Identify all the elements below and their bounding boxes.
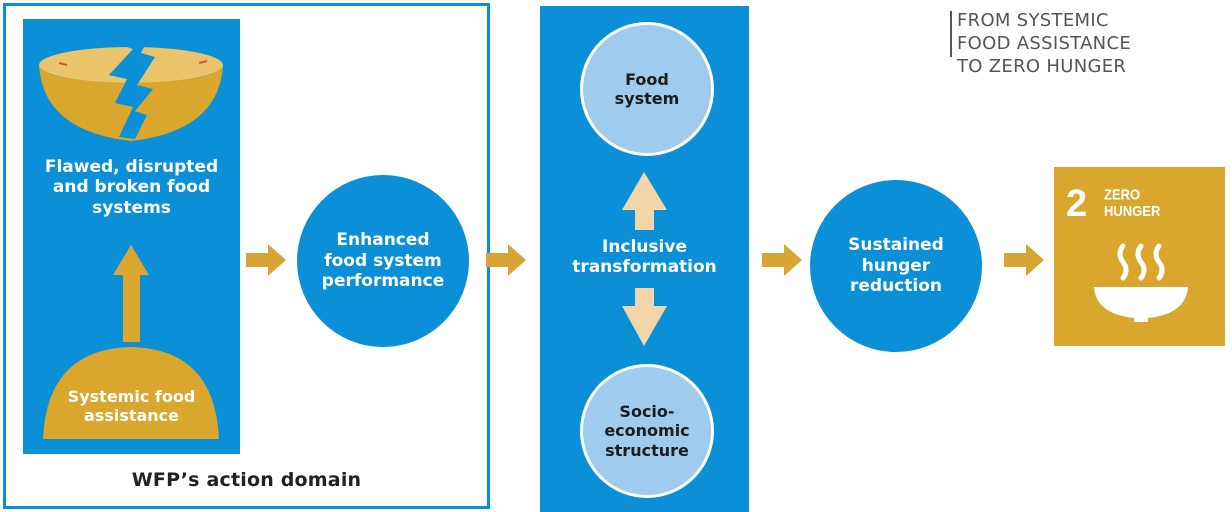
inclusive-line-2: transformation [572,257,717,278]
sdg-goal-name: ZERO HUNGER [1104,187,1160,218]
flow-arrow-3-icon [762,244,802,276]
flawed-line-3: systems [92,197,171,218]
socio-line-3: structure [605,440,689,460]
socio-economic-circle: Socio- economic structure [580,364,714,498]
steaming-bowl-icon [1094,243,1188,322]
enhanced-performance-circle: Enhanced food system performance [297,175,469,347]
flow-arrow-2-icon [486,244,526,276]
sustained-reduction-circle: Sustained hunger reduction [810,180,982,352]
action-domain-label: WFP’s action domain [131,469,362,491]
enhanced-line-3: performance [321,271,445,292]
systemic-line-1: Systemic food [67,387,196,406]
flawed-line-1: Flawed, disrupted [44,157,219,177]
sustained-line-3: reduction [849,276,942,297]
food-system-line-1: Food [625,69,669,89]
inclusive-line-1: Inclusive [602,237,687,257]
socio-line-1: Socio- [619,402,675,422]
systemic-line-2: assistance [83,406,180,426]
enhanced-line-1: Enhanced [336,230,430,251]
flow-arrow-1-icon [246,244,286,276]
socio-line-2: economic [604,421,690,441]
enhanced-line-2: food system [324,250,442,271]
sustained-line-2: hunger [861,255,931,276]
inclusive-transformation-label: Inclusive transformation [540,237,749,278]
flawed-line-2: and broken food [52,177,211,198]
systemic-food-assistance-label: Systemic food assistance [23,387,240,425]
broken-bowl-illustration [39,25,223,439]
broken-bowl-icon [39,25,223,141]
flow-arrow-4-icon [1004,244,1044,276]
double-arrow-icon [622,172,667,346]
flawed-systems-label: Flawed, disrupted and broken food system… [23,157,240,218]
heading-line-1: FROM SYSTEMIC [957,10,1109,31]
food-system-circle: Food system [580,22,714,156]
food-system-line-2: system [614,89,680,108]
sdg-word-1: ZERO [1104,185,1141,204]
sustained-line-1: Sustained [848,235,944,256]
heading-line-3: TO ZERO HUNGER [957,56,1127,78]
systemic-dome [43,347,219,439]
heading-rule [950,11,952,57]
diagram-heading: FROM SYSTEMIC FOOD ASSISTANCE TO ZERO HU… [957,9,1131,78]
sdg-number: 2 [1066,183,1088,225]
up-arrow-icon [113,245,149,342]
heading-line-2: FOOD ASSISTANCE [957,33,1131,55]
sdg-word-2: HUNGER [1104,201,1161,219]
